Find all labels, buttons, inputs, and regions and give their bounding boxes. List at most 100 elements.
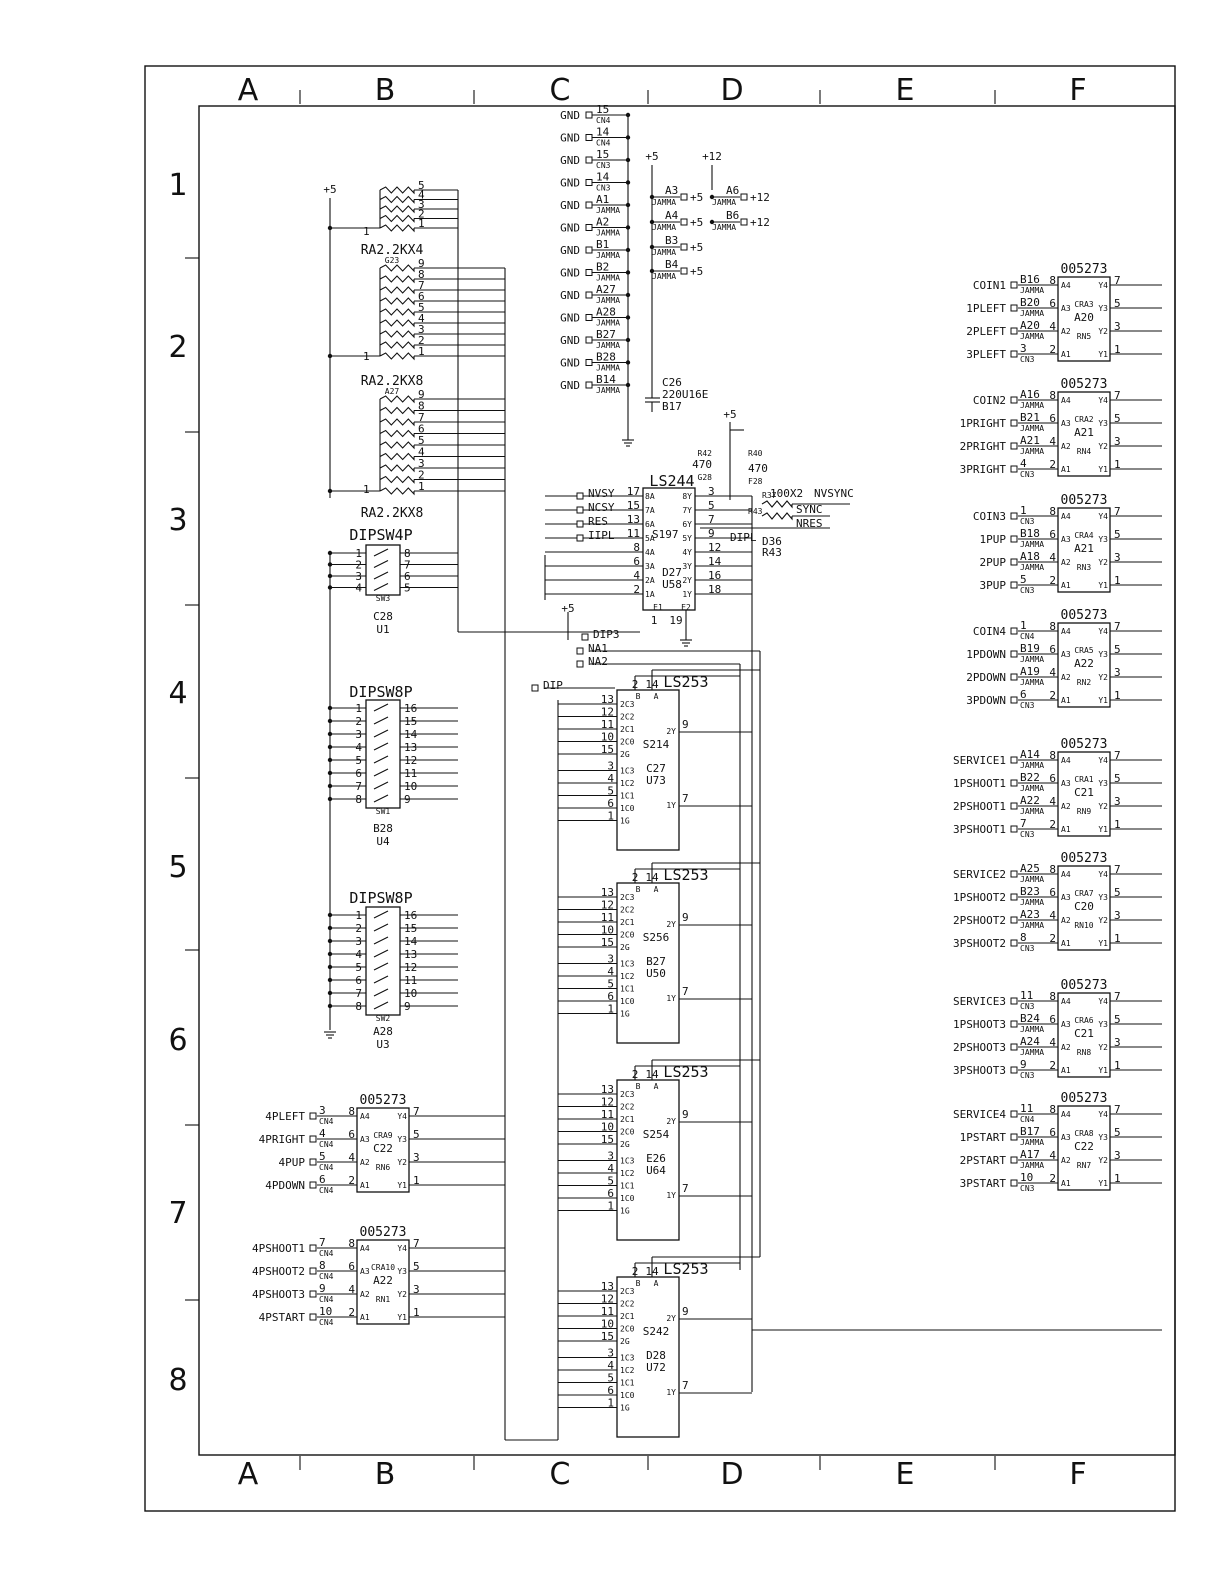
pin-number: 7: [1114, 505, 1121, 518]
pin-number: 11: [601, 718, 614, 731]
filter-loc: C22: [373, 1142, 393, 1155]
pin-number: 7: [708, 513, 715, 526]
input-signal: 2PSHOOT2: [953, 914, 1006, 927]
resistor-zigzag: [379, 308, 415, 317]
terminal: [576, 660, 584, 668]
filter-part-name: 005273: [1061, 737, 1108, 752]
input-pin: 8: [1020, 931, 1027, 944]
pin-number: 7: [1114, 620, 1121, 633]
pin-number: 3: [1114, 1149, 1121, 1162]
chip-ref: S256: [643, 931, 670, 944]
port-label: A1: [1061, 825, 1071, 834]
connector-name: JAMMA: [652, 198, 676, 207]
signal-label: RES: [588, 515, 608, 528]
row-label: 1: [168, 168, 187, 203]
terminal: [576, 506, 584, 514]
terminal: [576, 520, 584, 528]
pin-number: 7: [418, 279, 425, 292]
terminal: [680, 267, 688, 275]
input-connector: CN4: [319, 1272, 334, 1281]
terminal: [740, 193, 748, 201]
port-label: Y4: [1098, 627, 1108, 636]
input-connector: CN3: [1020, 1071, 1035, 1080]
port-label: 2C1: [620, 918, 635, 927]
port-label: A4: [1061, 870, 1071, 879]
input-signal: 1PSHOOT1: [953, 777, 1006, 790]
terminal: [1010, 825, 1018, 833]
terminal: [680, 218, 688, 226]
input-pin: 9: [319, 1282, 326, 1295]
connector-name: CN3: [596, 184, 611, 193]
port-label: 1G: [620, 1404, 630, 1413]
pin-number: 13: [627, 513, 640, 526]
input-pin: 10: [319, 1305, 332, 1318]
pin-number: 1: [418, 217, 425, 230]
filter-rn: RN7: [1077, 1161, 1092, 1170]
terminal: [1010, 442, 1018, 450]
pin-number: 2: [1049, 458, 1056, 471]
ls253-body: [616, 689, 680, 851]
port-label: 2Y: [666, 920, 676, 929]
terminal: [1010, 1020, 1018, 1028]
pin-number: 8: [348, 1237, 355, 1250]
connector-name: CN4: [596, 116, 611, 125]
input-signal: 1PSTART: [960, 1131, 1007, 1144]
port-label: B: [636, 692, 641, 701]
pin-number: 7: [682, 1379, 689, 1392]
input-pin: A16: [1020, 388, 1040, 401]
port-label: 2G: [620, 750, 630, 759]
port-label: A4: [1061, 997, 1071, 1006]
port-label: A2: [1061, 1156, 1071, 1165]
terminal: [531, 684, 539, 692]
chip-ref: S197: [652, 528, 679, 541]
pin-number: 1: [1114, 689, 1121, 702]
pin-number: 9: [682, 1305, 689, 1318]
port-label: 1C2: [620, 779, 635, 788]
resistor-zigzag: [379, 186, 415, 195]
row-label: 4: [168, 676, 187, 711]
pin-number: 2: [633, 583, 640, 596]
pin-number: 7: [1114, 274, 1121, 287]
port-label: 2A: [645, 576, 655, 585]
port-label: 5A: [645, 534, 655, 543]
gnd-net-label: GND: [560, 379, 580, 392]
pin-number: 1: [1114, 343, 1121, 356]
resistor-zigzag: [379, 475, 415, 484]
input-connector: CN4: [319, 1318, 334, 1327]
pin-number: 8: [1049, 505, 1056, 518]
port-label: A4: [360, 1112, 370, 1121]
port-label: 2C0: [620, 1128, 635, 1137]
port-label: Y4: [397, 1112, 407, 1121]
input-pin: 1: [1020, 504, 1027, 517]
filter-rn: RN6: [376, 1163, 391, 1172]
sync-net-label: D36: [762, 535, 782, 548]
pin-number: 1: [363, 350, 370, 363]
port-label: Y4: [1098, 1110, 1108, 1119]
input-connector: JAMMA: [1020, 286, 1044, 295]
terminal: [680, 243, 688, 251]
filter-part-name: 005273: [1061, 608, 1108, 623]
005273-body: [1057, 865, 1111, 951]
chip-name: LS244: [649, 472, 694, 490]
input-pin: 4: [319, 1127, 326, 1140]
input-connector: CN3: [1020, 355, 1035, 364]
port-label: A1: [360, 1313, 370, 1322]
port-label: Y2: [1098, 558, 1108, 567]
column-label-top: F: [1069, 73, 1086, 108]
select-net-label: DIP: [543, 679, 563, 692]
junction-dot: [327, 488, 333, 494]
chip-name: LS253: [663, 866, 708, 884]
pin-number: 4: [1049, 795, 1056, 808]
filter-rn: RN4: [1077, 447, 1092, 456]
pin-number: A27: [596, 283, 616, 296]
pin-number: 12: [601, 706, 614, 719]
port-label: A3: [1061, 535, 1071, 544]
pin-number: 2: [348, 1306, 355, 1319]
input-connector: CN3: [1020, 470, 1035, 479]
005273-body: [1057, 1105, 1111, 1191]
pin-number: 1: [1114, 458, 1121, 471]
terminal: [1010, 535, 1018, 543]
vcc-label: +5: [561, 602, 574, 615]
pin-number: 4: [418, 312, 425, 325]
